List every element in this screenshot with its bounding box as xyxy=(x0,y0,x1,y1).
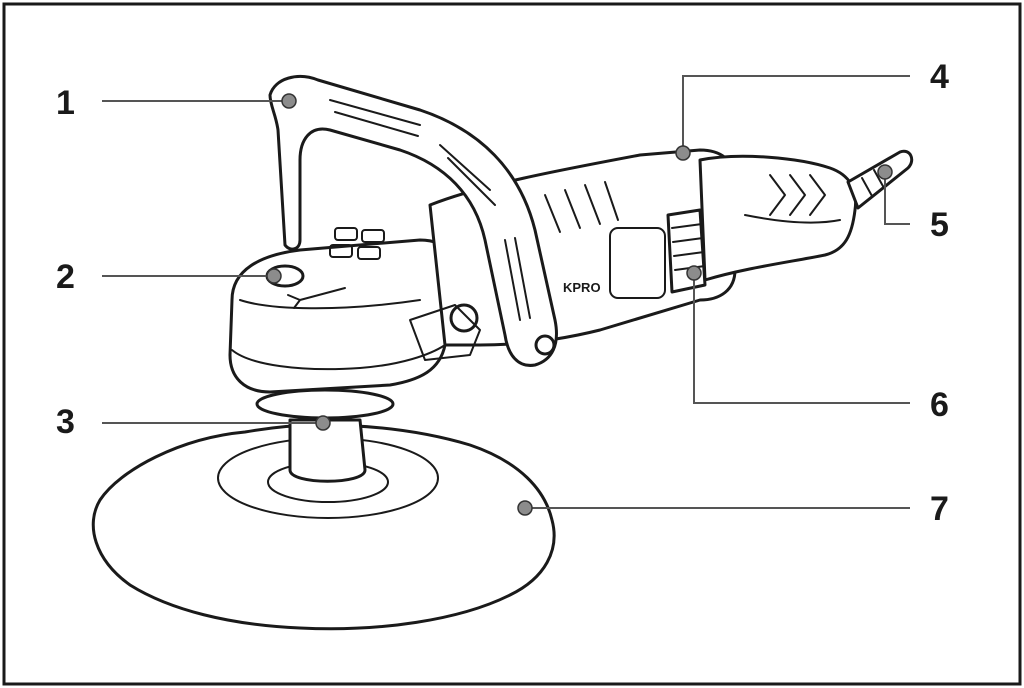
head-vent-3 xyxy=(329,244,353,258)
callout-7: 7 xyxy=(517,490,949,528)
handle-bracket xyxy=(409,304,481,361)
callout-2: 2 xyxy=(56,258,282,296)
leader-line-6 xyxy=(693,273,910,404)
speed-dial-ridges xyxy=(671,223,706,271)
leader-line-5 xyxy=(884,172,910,225)
gear-head-upper-edge xyxy=(239,299,421,310)
handle-mount-knob xyxy=(449,303,479,333)
callout-dot-2 xyxy=(266,268,282,284)
callout-1: 1 xyxy=(56,84,297,122)
callout-dot-4 xyxy=(675,145,691,161)
power-cord-rings xyxy=(861,169,885,197)
rear-handle xyxy=(698,154,858,282)
head-vent-2 xyxy=(361,229,385,243)
spindle-collar xyxy=(255,388,395,420)
side-loop-handle xyxy=(268,75,558,367)
callout-number-3: 3 xyxy=(56,403,75,441)
callout-number-5: 5 xyxy=(930,206,949,244)
callout-6: 6 xyxy=(686,265,949,424)
rotation-arrow-icon xyxy=(287,287,346,309)
motor-side-panel xyxy=(609,227,666,299)
polishing-pad xyxy=(91,423,556,631)
callout-5: 5 xyxy=(877,164,949,244)
brand-text: KPRO xyxy=(563,280,601,295)
spindle-shaft xyxy=(288,418,367,483)
head-vent-4 xyxy=(357,246,381,260)
handle-grip-pattern xyxy=(769,174,826,216)
handle-grip-lower xyxy=(744,214,841,224)
motor-vents xyxy=(544,181,619,233)
callout-dot-1 xyxy=(281,93,297,109)
callout-number-1: 1 xyxy=(56,84,75,122)
callout-number-7: 7 xyxy=(930,490,949,528)
loop-handle-grip-lines xyxy=(329,99,531,321)
polisher-illustration: KPRO xyxy=(91,75,914,631)
callout-dot-5 xyxy=(877,164,893,180)
callout-3: 3 xyxy=(56,403,331,441)
callout-4: 4 xyxy=(675,58,949,161)
gear-head-lower-band xyxy=(231,344,446,371)
callout-dot-7 xyxy=(517,500,533,516)
callout-number-6: 6 xyxy=(930,386,949,424)
speed-dial xyxy=(666,208,707,294)
callout-dot-6 xyxy=(686,265,702,281)
callout-dot-3 xyxy=(315,415,331,431)
callout-number-2: 2 xyxy=(56,258,75,296)
head-vent-1 xyxy=(334,227,358,241)
leader-line-4 xyxy=(682,75,910,153)
handle-bolt xyxy=(534,334,556,356)
callout-number-4: 4 xyxy=(930,58,949,96)
